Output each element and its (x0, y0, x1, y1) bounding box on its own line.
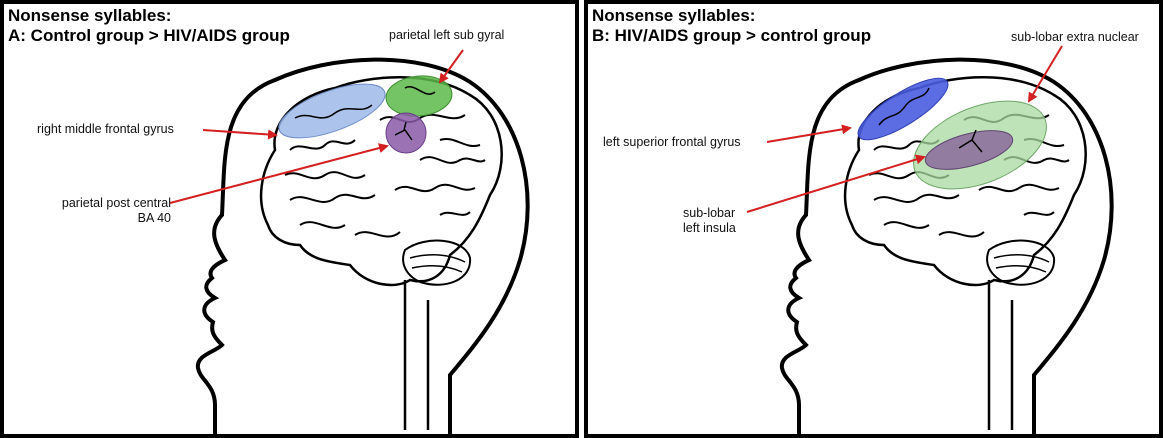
label-parietal-left-sub-gyral: parietal left sub gyral (389, 28, 504, 43)
label-parietal-post-central-line1: parietal post central (45, 196, 171, 211)
panel-a-title-line1: Nonsense syllables: (8, 6, 171, 25)
panel-b-title-line2: B: HIV/AIDS group > control group (592, 26, 871, 45)
label-sub-lobar-extra-nuclear: sub-lobar extra nuclear (1011, 30, 1139, 45)
label-sub-lobar-left-insula-line1: sub-lobar (683, 206, 736, 221)
label-right-middle-frontal-gyrus: right middle frontal gyrus (37, 122, 174, 137)
label-parietal-post-central: parietal post central BA 40 (45, 196, 171, 226)
parietal-post-central-region (386, 113, 426, 153)
panel-a-title-line2: A: Control group > HIV/AIDS group (8, 26, 290, 45)
panel-b: Nonsense syllables: B: HIV/AIDS group > … (584, 0, 1163, 438)
label-left-superior-frontal-gyrus: left superior frontal gyrus (603, 135, 741, 150)
panel-a: Nonsense syllables: A: Control group > H… (0, 0, 579, 438)
panel-b-title-line1: Nonsense syllables: (592, 6, 755, 25)
label-sub-lobar-left-insula-line2: left insula (683, 221, 736, 236)
label-sub-lobar-left-insula: sub-lobar left insula (683, 206, 736, 236)
label-parietal-post-central-line2: BA 40 (45, 211, 171, 226)
panel-b-illustration (584, 0, 1163, 438)
panel-b-frame (586, 2, 1161, 436)
